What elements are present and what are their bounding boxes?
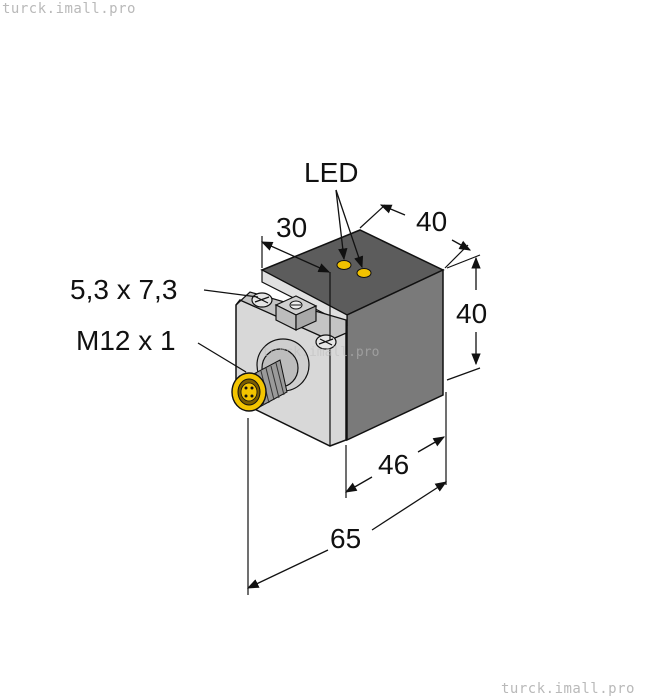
led-2 bbox=[356, 268, 372, 278]
dim-46-a bbox=[344, 476, 373, 493]
dim-65-a bbox=[246, 549, 329, 589]
right-face bbox=[346, 268, 444, 442]
dim-40-top-a bbox=[379, 204, 406, 216]
slot-size-label: 5,3 x 7,3 bbox=[70, 274, 177, 305]
led-label: LED bbox=[304, 157, 358, 188]
dim-label-65: 65 bbox=[330, 523, 361, 554]
screw-right bbox=[315, 334, 337, 350]
dim-46-b bbox=[417, 436, 446, 453]
watermark-bottom: turck.imall.pro bbox=[501, 681, 635, 697]
dim-label-30: 30 bbox=[276, 212, 307, 243]
watermark-top: turck.imall.pro bbox=[2, 1, 136, 17]
led-leaders bbox=[335, 189, 364, 269]
leader-thread bbox=[197, 342, 247, 373]
dim-label-46: 46 bbox=[378, 449, 409, 480]
dimension-lines bbox=[197, 204, 481, 589]
mounting-clamp bbox=[274, 295, 318, 331]
screw-left bbox=[251, 292, 273, 308]
sensor-body bbox=[231, 229, 445, 447]
thread-size-label: M12 x 1 bbox=[76, 325, 176, 356]
leader-slot bbox=[203, 289, 259, 298]
led-1 bbox=[336, 260, 352, 270]
rear-block bbox=[261, 269, 348, 326]
watermark-center: turck.imall.pro bbox=[262, 345, 379, 360]
dim-30 bbox=[260, 241, 331, 273]
dim-65-b bbox=[371, 481, 447, 531]
dim-40-top-b bbox=[451, 239, 472, 251]
m12-connector bbox=[231, 359, 288, 412]
dim-label-40-right: 40 bbox=[456, 298, 487, 329]
dim-label-40-top: 40 bbox=[416, 206, 447, 237]
